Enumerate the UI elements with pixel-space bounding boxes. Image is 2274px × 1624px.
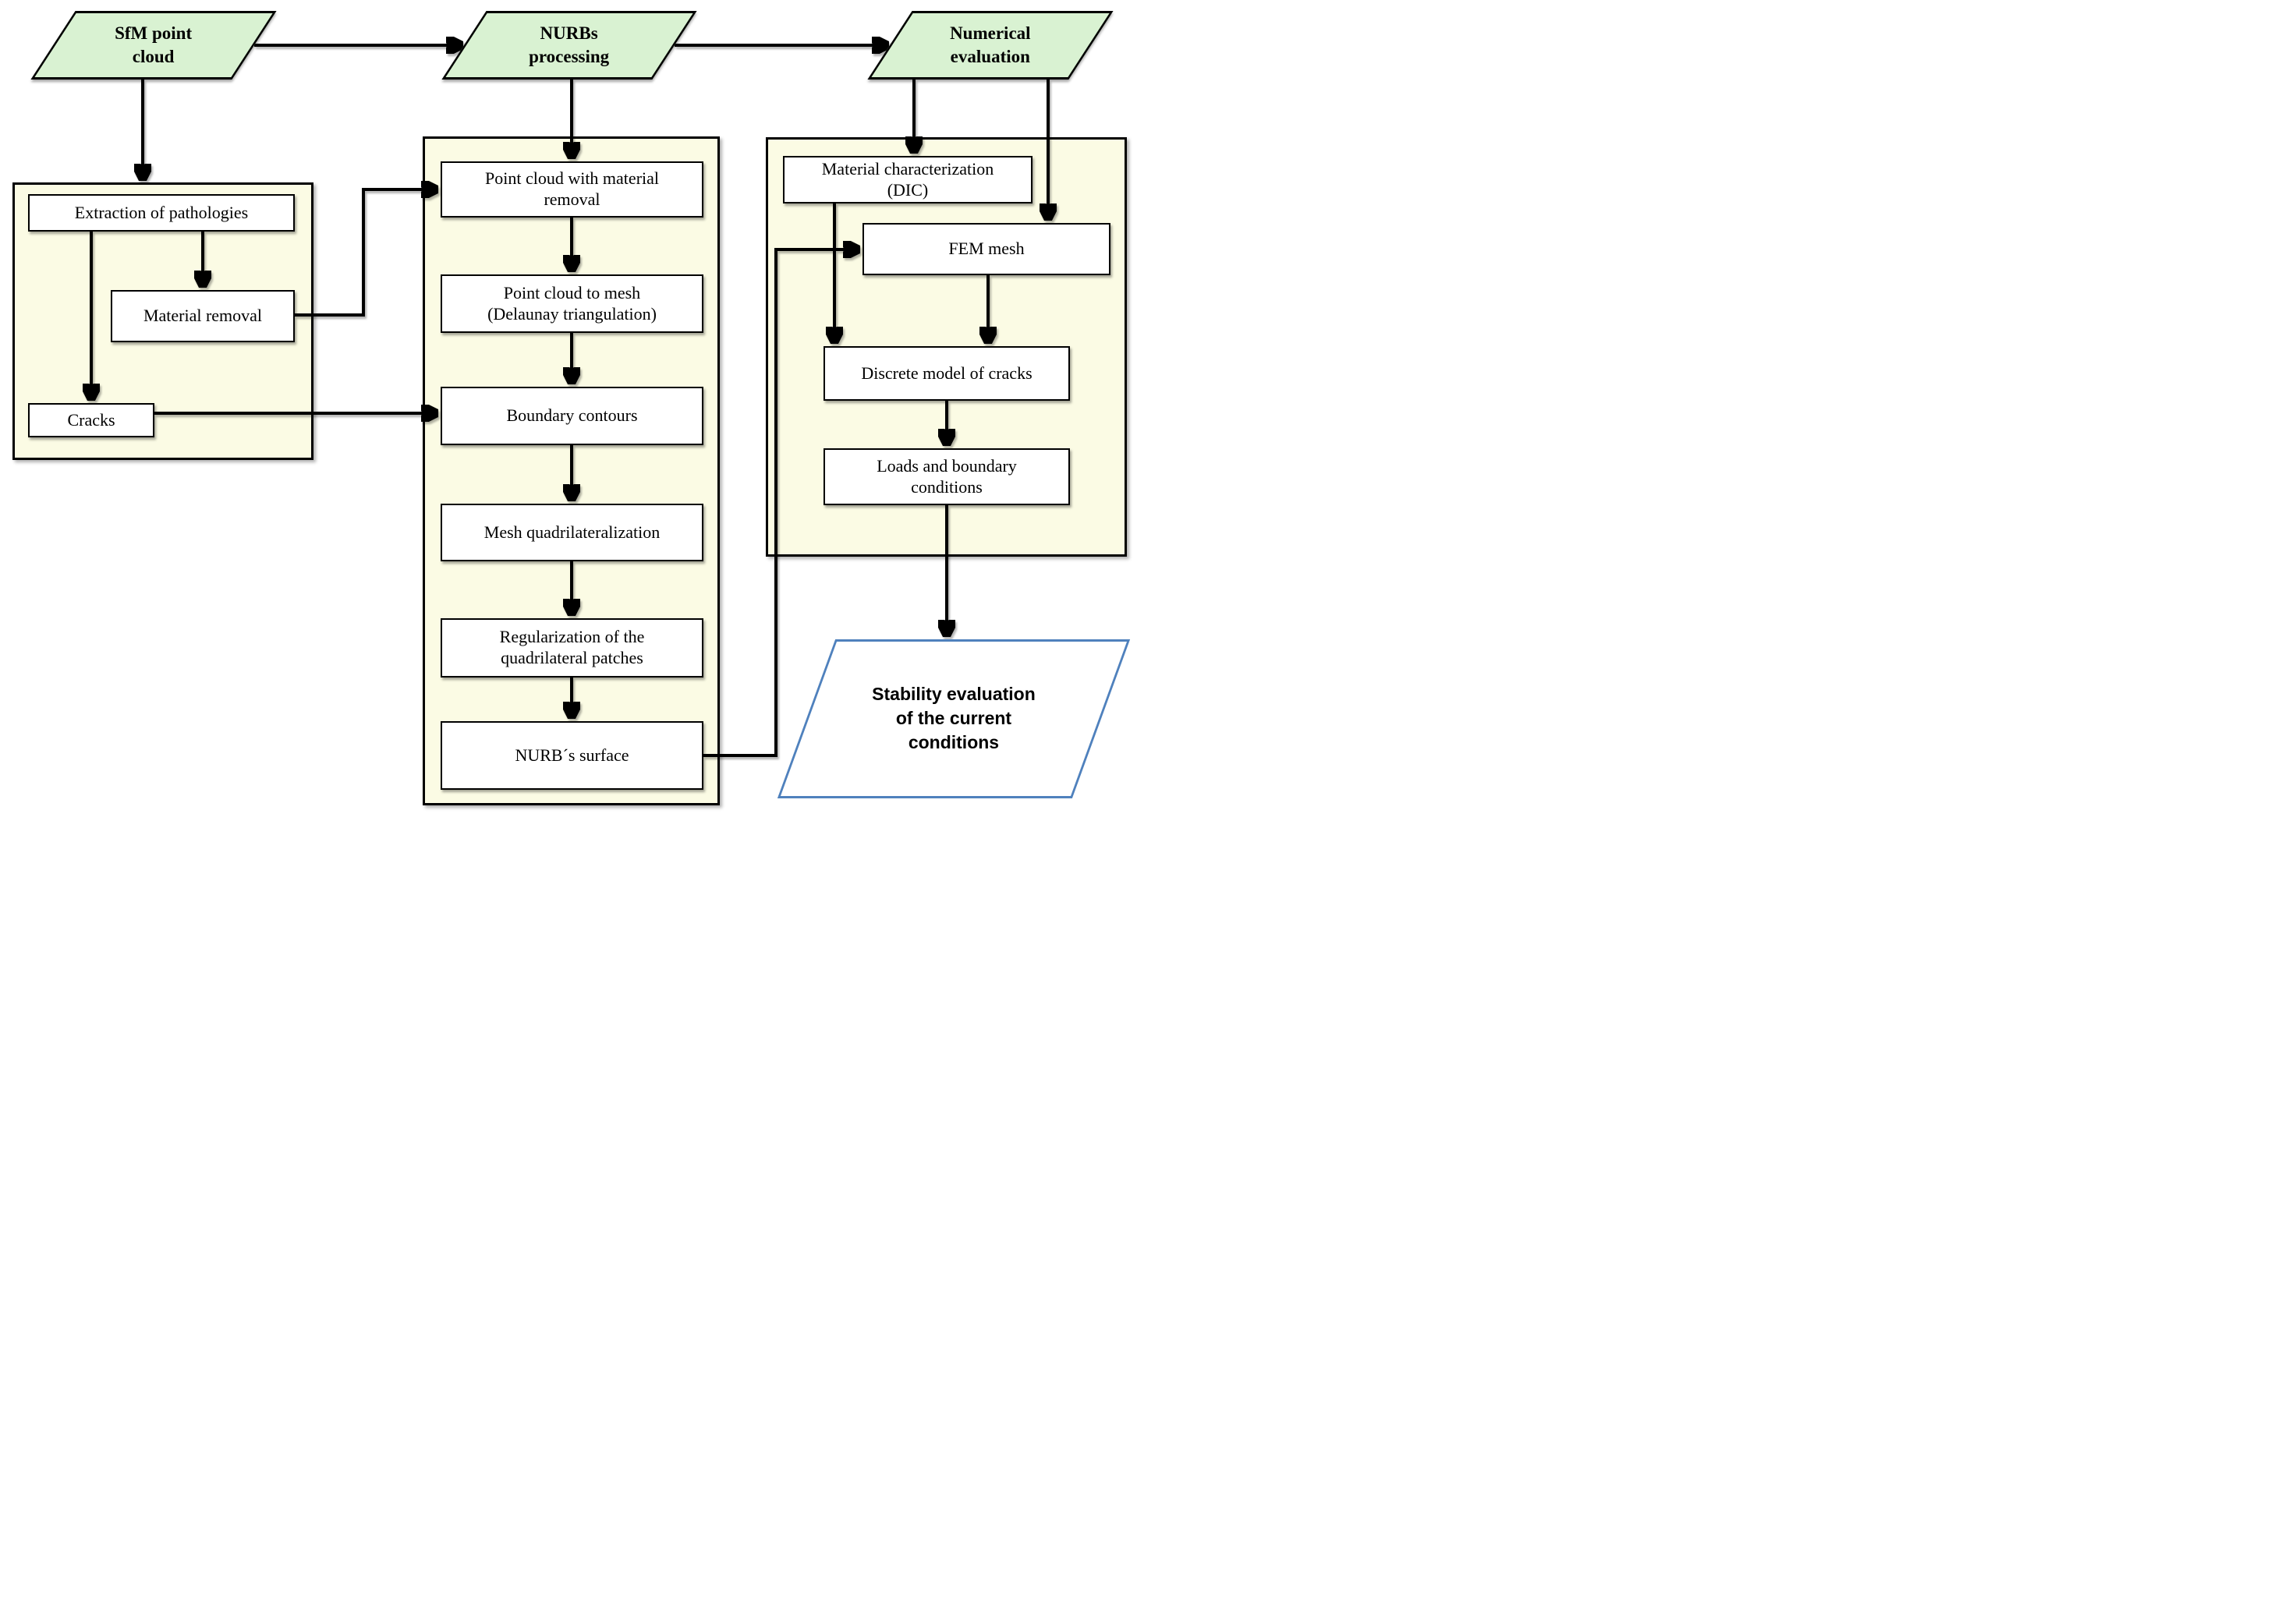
node-regularization-of-patches: Regularization of the quadrilateral patc… [441,618,703,678]
node-point-cloud-with-material-removal: Point cloud with material removal [441,161,703,218]
node-stability-evaluation: Stability evaluation of the current cond… [777,639,1131,798]
arrow-material-removal-to-point-cloud-box [295,189,437,317]
node-label: Point cloud with material removal [484,168,660,209]
node-label: Stability evaluation of the current cond… [872,684,1036,753]
node-discrete-model-of-cracks: Discrete model of cracks [824,346,1070,401]
node-label: Loads and boundary conditions [877,455,1017,497]
node-nurbs-processing: NURBs processing [441,11,697,80]
node-label: Boundary contours [506,405,638,426]
node-material-characterization-dic: Material characterization (DIC) [783,156,1033,203]
node-label: Numerical evaluation [950,23,1031,66]
node-extraction-of-pathologies: Extraction of pathologies [28,194,295,232]
node-label: NURBs processing [529,23,610,66]
node-boundary-contours: Boundary contours [441,387,703,445]
node-label: Point cloud to mesh (Delaunay triangulat… [487,282,657,324]
node-label: Extraction of pathologies [74,202,249,222]
node-label: Mesh quadrilateralization [483,522,661,542]
node-label: Cracks [67,409,115,430]
arrow-nurbs-surface-to-fem-mesh [703,249,859,757]
node-loads-and-boundary-conditions: Loads and boundary conditions [824,448,1070,505]
node-label: Discrete model of cracks [861,363,1033,383]
node-label: NURB´s surface [515,745,629,765]
node-label: Material characterization (DIC) [821,158,994,200]
node-nurbs-surface: NURB´s surface [441,721,703,790]
node-point-cloud-to-mesh: Point cloud to mesh (Delaunay triangulat… [441,274,703,333]
node-mesh-quadrilateralization: Mesh quadrilateralization [441,504,703,561]
node-label: SfM point cloud [115,23,193,66]
node-label: Material removal [143,306,263,326]
node-material-removal: Material removal [111,290,295,342]
workflow-flowchart: SfM point cloud NURBs processing Numeric… [0,0,1137,812]
node-cracks: Cracks [28,403,154,437]
node-fem-mesh: FEM mesh [862,223,1110,275]
node-label: Regularization of the quadrilateral patc… [499,627,645,667]
node-label: FEM mesh [948,239,1025,259]
connector-layer [0,0,1137,757]
